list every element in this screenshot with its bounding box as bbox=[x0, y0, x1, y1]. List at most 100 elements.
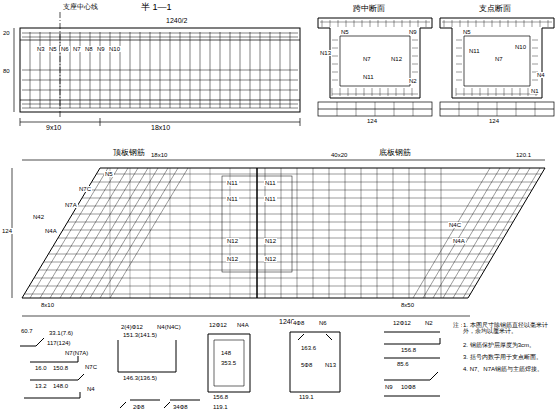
rebar-line bbox=[508, 20, 509, 27]
dimension-label: N12 bbox=[226, 238, 239, 244]
dimension-label: 156.8 bbox=[400, 347, 417, 353]
dimension-label: 12Ф12 bbox=[208, 322, 228, 328]
rebar-line bbox=[472, 88, 473, 96]
dimension-label: 2(4)Ф12 bbox=[120, 324, 144, 330]
dimension-label: N11 bbox=[362, 74, 375, 80]
dimension-label: 151.3(141.5) bbox=[122, 332, 158, 338]
dimension-label: N11 bbox=[264, 196, 277, 202]
dimension-label: 119.1 bbox=[298, 394, 315, 400]
rebar-line bbox=[442, 22, 552, 23]
rebar-line bbox=[484, 20, 485, 27]
dimension-label: N11 bbox=[226, 196, 239, 202]
rebar-line bbox=[230, 168, 231, 298]
rebar-line bbox=[39, 270, 257, 271]
rebar-line bbox=[330, 20, 331, 27]
rebar-line bbox=[520, 88, 521, 96]
rebar-line bbox=[40, 168, 118, 298]
rebar-line bbox=[348, 88, 349, 96]
rebar-line bbox=[488, 88, 489, 96]
rebar-line bbox=[24, 294, 257, 295]
dimension-label: 150.8 bbox=[52, 365, 69, 371]
note-text: 1. 本图尺寸除钢筋直径以毫米计外，余均以厘米计。 bbox=[462, 322, 556, 335]
rebar-line bbox=[528, 88, 529, 96]
rebar-line bbox=[456, 88, 457, 96]
dimension-label: N9 bbox=[408, 29, 418, 35]
view-title: 顶板钢筋 bbox=[112, 149, 146, 157]
rebar-line bbox=[96, 174, 257, 175]
rebar-line bbox=[388, 88, 389, 96]
rebar-line bbox=[492, 20, 493, 27]
rebar-line bbox=[362, 20, 363, 27]
dimension-label: N12 bbox=[264, 256, 277, 262]
rebar-line bbox=[257, 246, 499, 247]
dimension-label: N5 bbox=[48, 46, 58, 52]
dimension-label: N7C bbox=[78, 186, 92, 192]
dimension-label: 148 bbox=[220, 350, 232, 356]
rebar-line bbox=[257, 198, 527, 199]
dimension-label: N4 bbox=[536, 72, 546, 78]
dimension-label: N6 bbox=[60, 46, 70, 52]
dimension-label: 34Ф8 bbox=[172, 404, 189, 410]
rebar-line bbox=[532, 56, 538, 57]
dimension-label: 10Ф8 bbox=[400, 384, 417, 390]
rebar-line bbox=[524, 20, 525, 27]
dimension-label: N5 bbox=[462, 29, 472, 35]
dimension-label: 119.1 bbox=[212, 404, 229, 410]
rebar-line bbox=[257, 294, 470, 295]
rebar-line bbox=[257, 270, 485, 271]
dimension-label: N7C bbox=[84, 364, 98, 370]
rebar-line bbox=[332, 94, 418, 95]
rebar-line bbox=[410, 20, 411, 27]
rebar-line bbox=[257, 214, 518, 215]
rebar-line bbox=[320, 22, 430, 23]
rebar-line bbox=[402, 20, 403, 27]
rebar-line bbox=[375, 102, 376, 116]
rebar-line bbox=[346, 20, 347, 27]
rebar-line bbox=[22, 104, 298, 105]
rebar-line bbox=[356, 102, 357, 116]
rebar-line bbox=[110, 168, 188, 298]
rebar-line bbox=[516, 102, 517, 116]
rebar-line bbox=[48, 254, 257, 255]
rebar-line bbox=[443, 168, 520, 298]
dimension-label: 1240/2 bbox=[165, 17, 188, 24]
rebar-line bbox=[456, 48, 462, 49]
rebar-line bbox=[63, 230, 257, 231]
rebar-line bbox=[34, 278, 257, 279]
dimension-label: N4C bbox=[448, 222, 462, 228]
rebar-line bbox=[444, 20, 445, 27]
rebar-line bbox=[322, 20, 323, 27]
rebar-line bbox=[60, 168, 138, 298]
rebar-line bbox=[87, 190, 257, 191]
rebar-line bbox=[404, 88, 405, 96]
rebar-line bbox=[361, 168, 362, 298]
dimension-label: N9 bbox=[96, 46, 106, 52]
rebar-line bbox=[210, 168, 211, 298]
dimension-label: 156.8 bbox=[212, 394, 229, 400]
rebar-line bbox=[44, 262, 257, 263]
rebar-line bbox=[340, 88, 341, 96]
rebar-line bbox=[460, 20, 461, 27]
dimension-label: N2 bbox=[408, 78, 418, 84]
rebar-line bbox=[478, 102, 479, 116]
view-title: 跨中断面 bbox=[352, 5, 386, 13]
rebar-line bbox=[130, 168, 131, 298]
view-title: 底板钢筋 bbox=[378, 149, 412, 157]
rebar-line bbox=[257, 286, 475, 287]
rebar-line bbox=[497, 102, 498, 116]
rebar-line bbox=[394, 102, 395, 116]
rebar-line bbox=[370, 20, 371, 27]
rebar-line bbox=[257, 230, 508, 231]
dimension-label: 120.1 bbox=[515, 152, 532, 158]
rebar-line bbox=[90, 168, 168, 298]
rebar-line bbox=[433, 168, 510, 298]
dimension-label: 60.7 bbox=[20, 328, 34, 334]
rebar-line bbox=[456, 64, 462, 65]
dimension-label: N7 bbox=[72, 46, 82, 52]
rebar-line bbox=[456, 56, 462, 57]
dimension-label: 353.5 bbox=[220, 360, 237, 366]
rebar-line bbox=[22, 37, 298, 38]
rebar-line bbox=[338, 20, 339, 27]
dimension-label: 4Ф8 bbox=[292, 320, 305, 326]
